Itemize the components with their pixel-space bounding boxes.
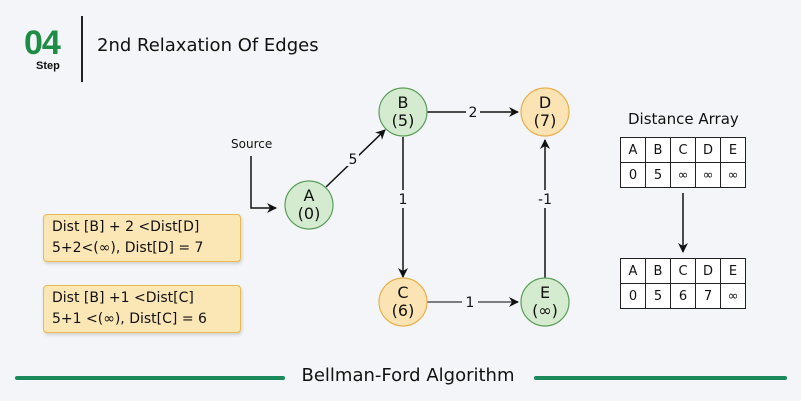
header-cell: C (670, 137, 696, 163)
footer-line-left (15, 376, 285, 380)
header-cell: A (620, 137, 646, 163)
distance-array-after: A B C D E 0 5 6 7 ∞ (620, 258, 746, 309)
relaxation-note-d: Dist [B] + 2 <Dist[D] 5+2<(∞), Dist[D] =… (43, 214, 241, 262)
value-cell: 7 (695, 283, 721, 309)
value-cell: 6 (670, 283, 696, 309)
table-row: 0 5 6 7 ∞ (620, 283, 746, 309)
edge-weight-c-e: 1 (466, 295, 475, 311)
node-b-label: B (398, 93, 409, 112)
node-c-label: C (397, 283, 408, 302)
footer-line-right (534, 376, 787, 380)
value-cell: ∞ (670, 162, 696, 188)
step-label: Step (36, 60, 60, 72)
distance-array-before: A B C D E 0 5 ∞ ∞ ∞ (620, 137, 746, 188)
distance-array-title: Distance Array (628, 110, 739, 128)
header-cell: E (720, 137, 746, 163)
edge-weight-b-d: 2 (469, 105, 478, 121)
header-cell: D (695, 258, 721, 284)
relaxation-note-c: Dist [B] +1 <Dist[C] 5+1 <(∞), Dist[C] =… (43, 285, 241, 333)
edge-label-bg (535, 190, 555, 208)
edge-label-bg (466, 103, 480, 121)
source-label: Source (231, 137, 272, 151)
table-header-row: A B C D E (620, 258, 746, 284)
node-e-dist: (∞) (532, 301, 558, 320)
note-line: Dist [B] +1 <Dist[C] (52, 290, 194, 306)
edge-label-bg (395, 190, 411, 208)
node-c: C (6) (378, 277, 428, 327)
node-d-label: D (539, 93, 551, 112)
value-cell: 5 (645, 162, 671, 188)
footer-title: Bellman-Ford Algorithm (301, 365, 515, 386)
edge-label-bg (462, 293, 478, 311)
note-line: 5+1 <(∞), Dist[C] = 6 (52, 311, 207, 327)
node-e: E (∞) (520, 277, 570, 327)
node-e-label: E (540, 283, 550, 302)
node-a-dist: (0) (298, 204, 321, 223)
header-cell: B (645, 258, 671, 284)
table-row: 0 5 ∞ ∞ ∞ (620, 162, 746, 188)
header-cell: D (695, 137, 721, 163)
note-line: Dist [B] + 2 <Dist[D] (52, 219, 200, 235)
edge-label-bg (345, 150, 359, 166)
header-divider (81, 16, 83, 82)
source-arrow (250, 156, 277, 213)
value-cell: 0 (620, 283, 646, 309)
value-cell: ∞ (695, 162, 721, 188)
node-c-dist: (6) (392, 301, 415, 320)
node-b-dist: (5) (392, 111, 415, 130)
header-cell: C (670, 258, 696, 284)
step-number: 04 (24, 24, 61, 62)
edge-weight-e-d: -1 (538, 192, 552, 208)
edge-weight-a-b: 5 (349, 152, 358, 168)
node-b: B (5) (378, 87, 428, 137)
table-header-row: A B C D E (620, 137, 746, 163)
header-cell: B (645, 137, 671, 163)
node-a-label: A (304, 186, 315, 205)
note-line: 5+2<(∞), Dist[D] = 7 (52, 240, 204, 256)
value-cell: 0 (620, 162, 646, 188)
value-cell: 5 (645, 283, 671, 309)
edge-weight-b-c: 1 (399, 192, 408, 208)
value-cell: ∞ (720, 283, 746, 309)
node-d: D (7) (520, 87, 570, 137)
header-cell: E (720, 258, 746, 284)
step-title: 2nd Relaxation Of Edges (97, 35, 319, 56)
node-a: A (0) (284, 180, 334, 230)
node-d-dist: (7) (534, 111, 557, 130)
header-cell: A (620, 258, 646, 284)
value-cell: ∞ (720, 162, 746, 188)
